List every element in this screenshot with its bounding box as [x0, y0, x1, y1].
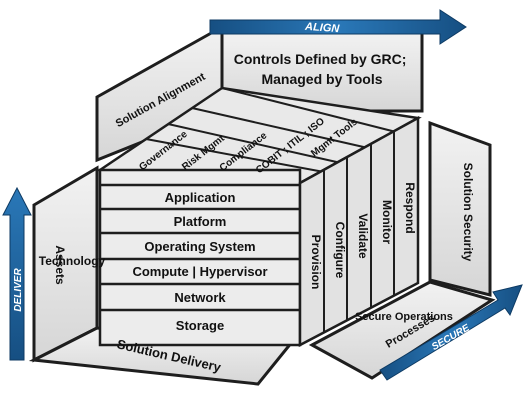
- solution-security-label: Solution Security: [461, 163, 475, 262]
- layer-application: Application: [165, 190, 236, 205]
- deliver-arrow-label: DELIVER: [13, 268, 24, 312]
- front-face-dividers: [100, 183, 300, 312]
- layer-platform: Platform: [174, 214, 227, 229]
- secure-operations-panel: [308, 280, 496, 380]
- column-validate: Validate: [356, 213, 370, 259]
- grc-controls-line-2: Managed by Tools: [261, 71, 382, 87]
- layer-storage: Storage: [176, 318, 224, 333]
- right-face-dividers: [323, 131, 395, 333]
- column-configure: Configure: [333, 222, 347, 279]
- technology-assets-line-1: Technology: [39, 254, 106, 268]
- top-face-dividers: [145, 87, 397, 173]
- column-provision: Provision: [309, 235, 323, 290]
- technology-assets-label-2: Assets: [53, 245, 67, 285]
- cube-right-face: [298, 115, 420, 348]
- column-monitor: Monitor: [380, 200, 394, 244]
- column-respond: Respond: [403, 182, 417, 233]
- layer-network: Network: [174, 290, 226, 305]
- layer-compute-hypervisor: Compute | Hypervisor: [132, 264, 267, 279]
- cube-front-face: [98, 168, 302, 347]
- align-arrow: ALIGN: [209, 9, 467, 45]
- grc-controls-label: Controls Defined by GRC; Managed by Tool…: [234, 51, 411, 87]
- solution-security-panel: [428, 120, 492, 297]
- deliver-arrow: DELIVER: [2, 186, 32, 361]
- secure-operations-line-1: Secure Operations: [355, 311, 453, 323]
- grc-controls-line-1: Controls Defined by GRC;: [234, 51, 407, 67]
- grc-controls-panel: [220, 31, 424, 113]
- technology-assets-label: Technology: [39, 254, 106, 268]
- layer-operating-system: Operating System: [144, 239, 255, 254]
- secure-operations-label: Secure Operations: [355, 311, 453, 323]
- align-arrow-label: ALIGN: [304, 21, 341, 36]
